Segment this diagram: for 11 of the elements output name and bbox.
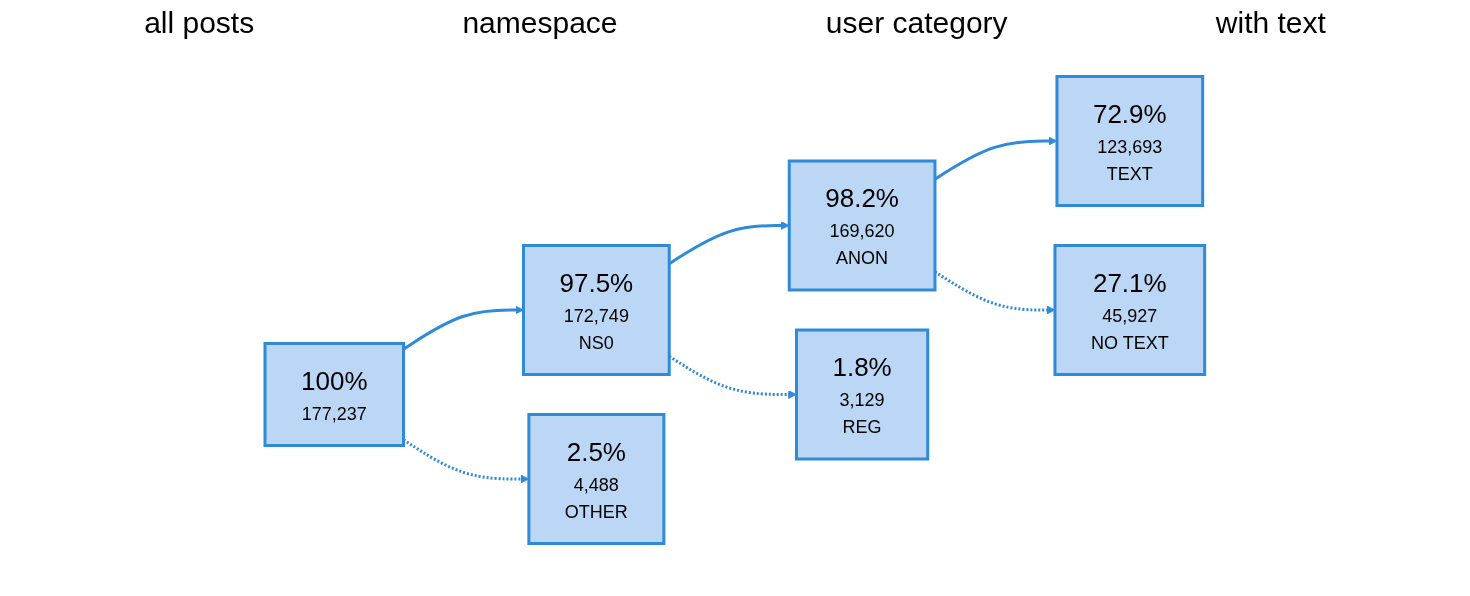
node-box: 98.2% 169,620 ANON	[787, 159, 937, 292]
node-box: 2.5% 4,488 OTHER	[527, 413, 666, 545]
node-box: 72.9% 123,693 TEXT	[1055, 75, 1205, 207]
node-box: 27.1% 45,927 NO TEXT	[1053, 244, 1207, 376]
column-heading: all posts	[144, 6, 255, 40]
column-heading: namespace	[462, 6, 618, 40]
column-heading: with text	[1215, 6, 1326, 40]
node-box: 1.8% 3,129 REG	[795, 328, 930, 461]
node-box: 97.5% 172,749 NS0	[522, 244, 671, 376]
node-box: 100% 177,237	[263, 342, 406, 447]
column-heading: user category	[825, 6, 1008, 40]
